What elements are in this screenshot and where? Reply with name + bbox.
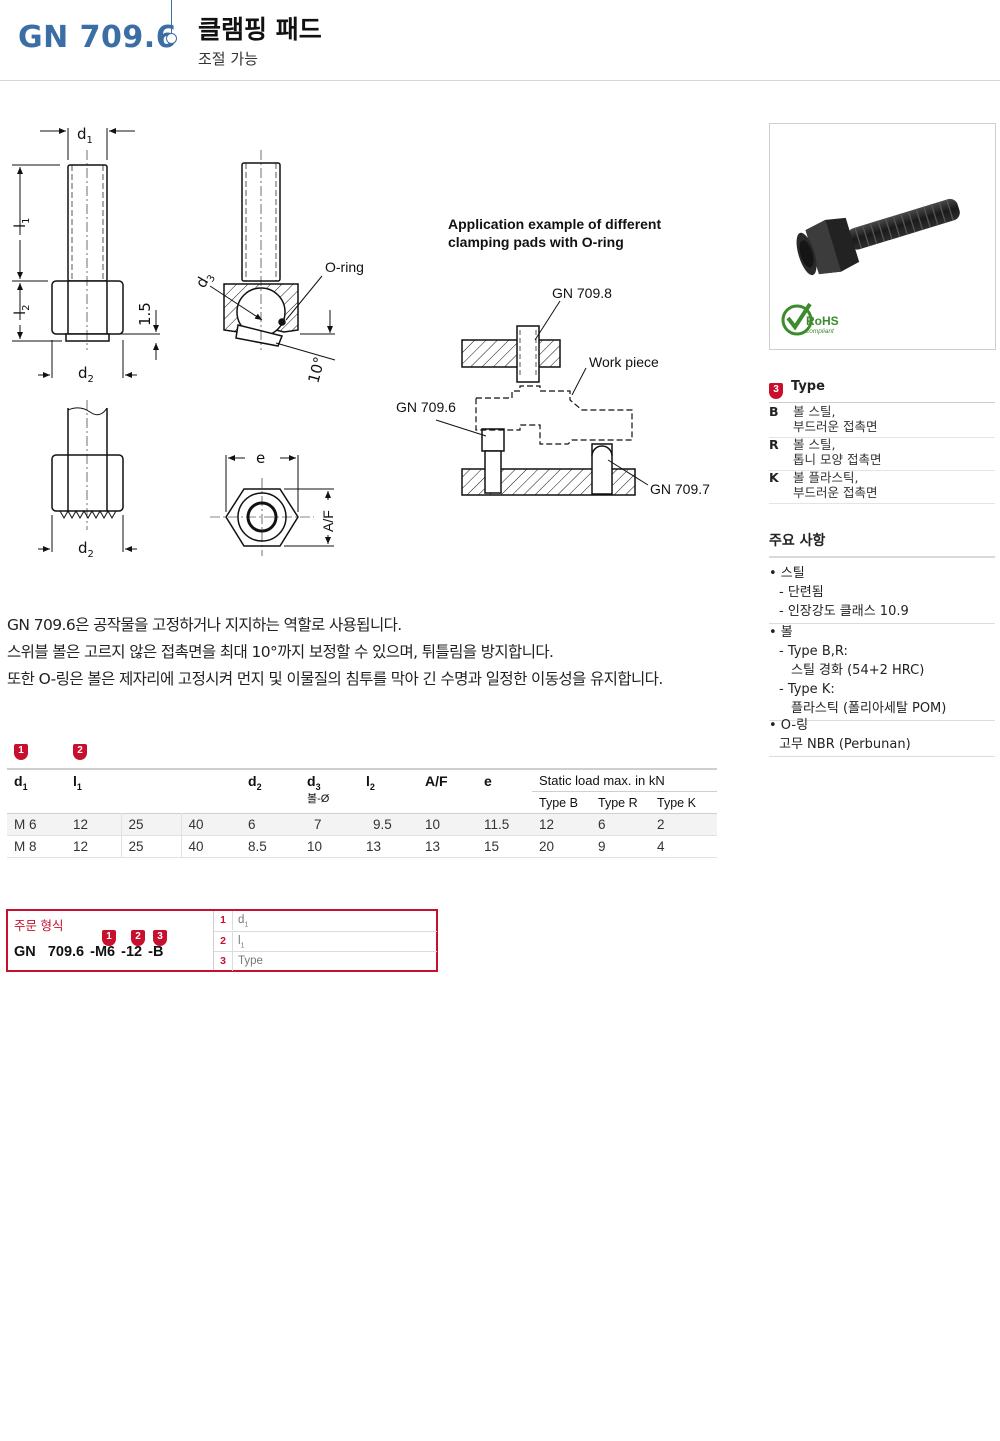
type-desc: 볼 스틸, 톱니 모양 접촉면 [793,437,882,467]
header-divider-dot [166,33,177,44]
type-key: R [769,437,779,452]
product-title: 클램핑 패드 [198,15,322,44]
feature-item: - Type K: [779,682,835,697]
order-code-block: 주문 형식 1 2 3 GN 709.6 -M6 -12 -B [8,911,213,970]
product-subtitle: 조절 가능 [198,50,258,68]
type-key: K [769,470,779,485]
application-leaders [435,300,649,486]
feature-item: - Type B,R: [779,644,848,659]
header-divider-line [171,0,172,34]
feature-ball: • 볼 - Type B,R: 스틸 경화 (54+2 HRC) - Type … [769,623,995,721]
feature-item: 고무 NBR (Perbunan) [779,737,911,752]
serrated-view [51,400,124,530]
dim-l1: l1 [11,217,32,228]
type-heading-label: Type [791,379,825,394]
col-type-b: Type B [539,796,578,810]
col-d2: d2 [248,773,262,792]
type-desc: 볼 스틸, 부드러운 접촉면 [793,404,878,434]
section-view-leaders [209,275,336,361]
hex-end-view [210,478,314,556]
col-e: e [484,773,492,789]
dim-d2: d2 [78,364,94,385]
product-code: GN 709.6 [18,20,178,55]
badge-2: 2 [73,744,87,760]
feature-item: 플라스틱 (폴리아세탈 POM) [791,701,947,716]
label-gn7096: GN 709.6 [396,399,456,415]
features-heading: 주요 사항 [769,530,995,558]
col-type-r: Type R [598,796,638,810]
svg-text:RoHS: RoHS [806,314,839,328]
badge-1: 1 [14,744,28,760]
app-title-line1: Application example of different [448,216,661,232]
col-l1: l1 [73,773,82,792]
application-example [461,325,636,496]
feature-item: 스틸 경화 (54+2 HRC) [791,663,925,678]
col-type-k: Type K [657,796,696,810]
dim-l2: l2 [11,304,32,315]
col-af: A/F [425,773,448,789]
dim-af: A/F [320,510,336,532]
dim-d1: d1 [77,125,93,146]
side-view [51,150,124,350]
description-line: 또한 O-링은 볼은 제자리에 고정시켜 먼지 및 이물질의 침투를 막아 긴 … [7,670,663,688]
dim-1-5: 1.5 [136,302,154,326]
feature-title: • 볼 [769,625,793,640]
product-photo: RoHS compliant [769,123,996,350]
table-badges: 1 2 [7,744,717,768]
product-description: GN 709.6은 공작물을 고정하거나 지지하는 역할로 사용됩니다. 스위블… [7,612,747,693]
clamping-pad-image [796,198,960,276]
header-rule [0,80,1000,81]
order-label: 주문 형식 [14,919,64,933]
side-view-dimensions [12,128,160,378]
badge-3: 3 [769,383,783,399]
feature-item: - 인장강도 클래스 10.9 [779,604,909,619]
badge-3: 3 [153,930,167,946]
dim-d2-lower: d2 [78,539,94,560]
svg-text:compliant: compliant [806,328,835,335]
col-d1: d1 [14,773,28,792]
type-key: B [769,404,779,419]
dim-e: e [256,449,265,467]
badge-1: 1 [102,930,116,946]
feature-title: • O-링 [769,718,809,733]
rohs-logo: RoHS compliant [781,302,839,336]
col-static-load: Static load max. in kN [532,769,717,792]
order-code: GN 709.6 -M6 -12 -B [14,944,164,960]
description-line: GN 709.6은 공작물을 고정하거나 지지하는 역할로 사용됩니다. [7,616,402,634]
section-view [223,150,299,350]
type-heading: 3 Type [769,379,995,403]
type-desc: 볼 플라스틱, 부드러운 접촉면 [793,470,878,500]
label-gn7098: GN 709.8 [552,285,612,301]
dim-angle: 10° [304,355,328,385]
serrated-view-dimensions [38,515,137,552]
oring-label: O-ring [325,259,364,275]
technical-drawing: d1 l1 l2 1.5 d2 d3 O-ring 10° d2 [11,125,710,560]
type-row-b: B 볼 스틸, 부드러운 접촉면 [769,404,995,438]
type-row-r: R 볼 스틸, 톱니 모양 접촉면 [769,437,995,471]
feature-steel: • 스틸 - 단련됨 - 인장강도 클래스 10.9 [769,564,995,624]
hex-end-dimensions [225,455,334,547]
col-l2: l2 [366,773,375,792]
app-title-line2: clamping pads with O-ring [448,234,624,250]
badge-2: 2 [131,930,145,946]
feature-oring: • O-링 고무 NBR (Perbunan) [769,716,995,757]
label-workpiece: Work piece [589,354,659,370]
label-gn7097: GN 709.7 [650,481,710,497]
feature-title: • 스틸 [769,566,805,581]
feature-item: - 단련됨 [779,585,824,600]
type-row-k: K 볼 플라스틱, 부드러운 접촉면 [769,470,995,504]
description-line: 스위블 볼은 고르지 않은 접촉면을 최대 10°까지 보정할 수 있으며, 튀… [7,643,554,661]
